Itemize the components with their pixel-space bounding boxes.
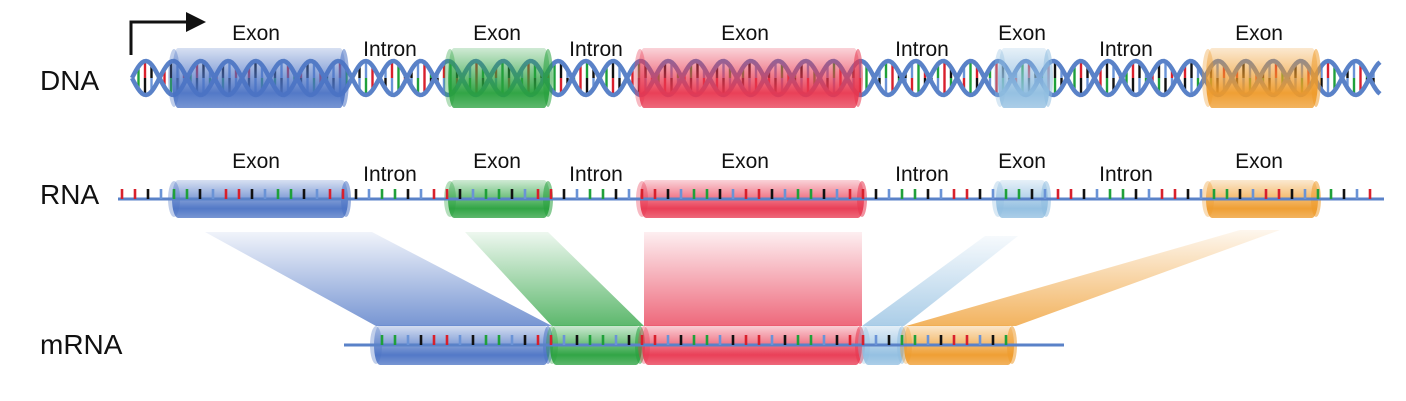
- dna-row-label: DNA: [40, 65, 99, 96]
- rna-strand: [118, 180, 1384, 218]
- rna-row-label: RNA: [40, 179, 99, 210]
- dna-exon-4: [994, 48, 1053, 108]
- dna-intron-label: Intron: [569, 38, 623, 61]
- splice-projection-exon-5: [906, 230, 1280, 326]
- splice-projection-exon-4: [862, 236, 1018, 326]
- splicing-projections: [205, 230, 1280, 326]
- dna-exon-1: [168, 48, 349, 108]
- rna-exon-label: Exon: [473, 150, 521, 173]
- dna-intron-label: Intron: [895, 38, 949, 61]
- dna-intron-label: Intron: [1099, 38, 1153, 61]
- splice-projection-exon-3: [644, 232, 862, 326]
- rna-intron-label: Intron: [569, 163, 623, 186]
- rna-exon-label: Exon: [232, 150, 280, 173]
- rna-exon-label: Exon: [721, 150, 769, 173]
- splice-projection-exon-2: [465, 232, 644, 326]
- mrna-row-label: mRNA: [40, 329, 123, 360]
- dna-exon-label: Exon: [998, 22, 1046, 45]
- dna-exon-label: Exon: [232, 22, 280, 45]
- transcription-start-arrow-icon: [129, 12, 206, 55]
- mrna-strand: [344, 325, 1064, 365]
- rna-intron-label: Intron: [363, 163, 417, 186]
- dna-exon-label: Exon: [473, 22, 521, 45]
- dna-exon-5: [1202, 48, 1321, 108]
- rna-intron-label: Intron: [1099, 163, 1153, 186]
- dna-exon-2: [444, 48, 553, 108]
- splice-projection-exon-1: [205, 232, 552, 326]
- rna-intron-label: Intron: [895, 163, 949, 186]
- dna-exon-label: Exon: [721, 22, 769, 45]
- dna-exon-3: [634, 48, 863, 108]
- dna-intron-label: Intron: [363, 38, 417, 61]
- dna-strand: [130, 48, 1382, 108]
- dna-exon-label: Exon: [1235, 22, 1283, 45]
- rna-exon-label: Exon: [998, 150, 1046, 173]
- rna-exon-label: Exon: [1235, 150, 1283, 173]
